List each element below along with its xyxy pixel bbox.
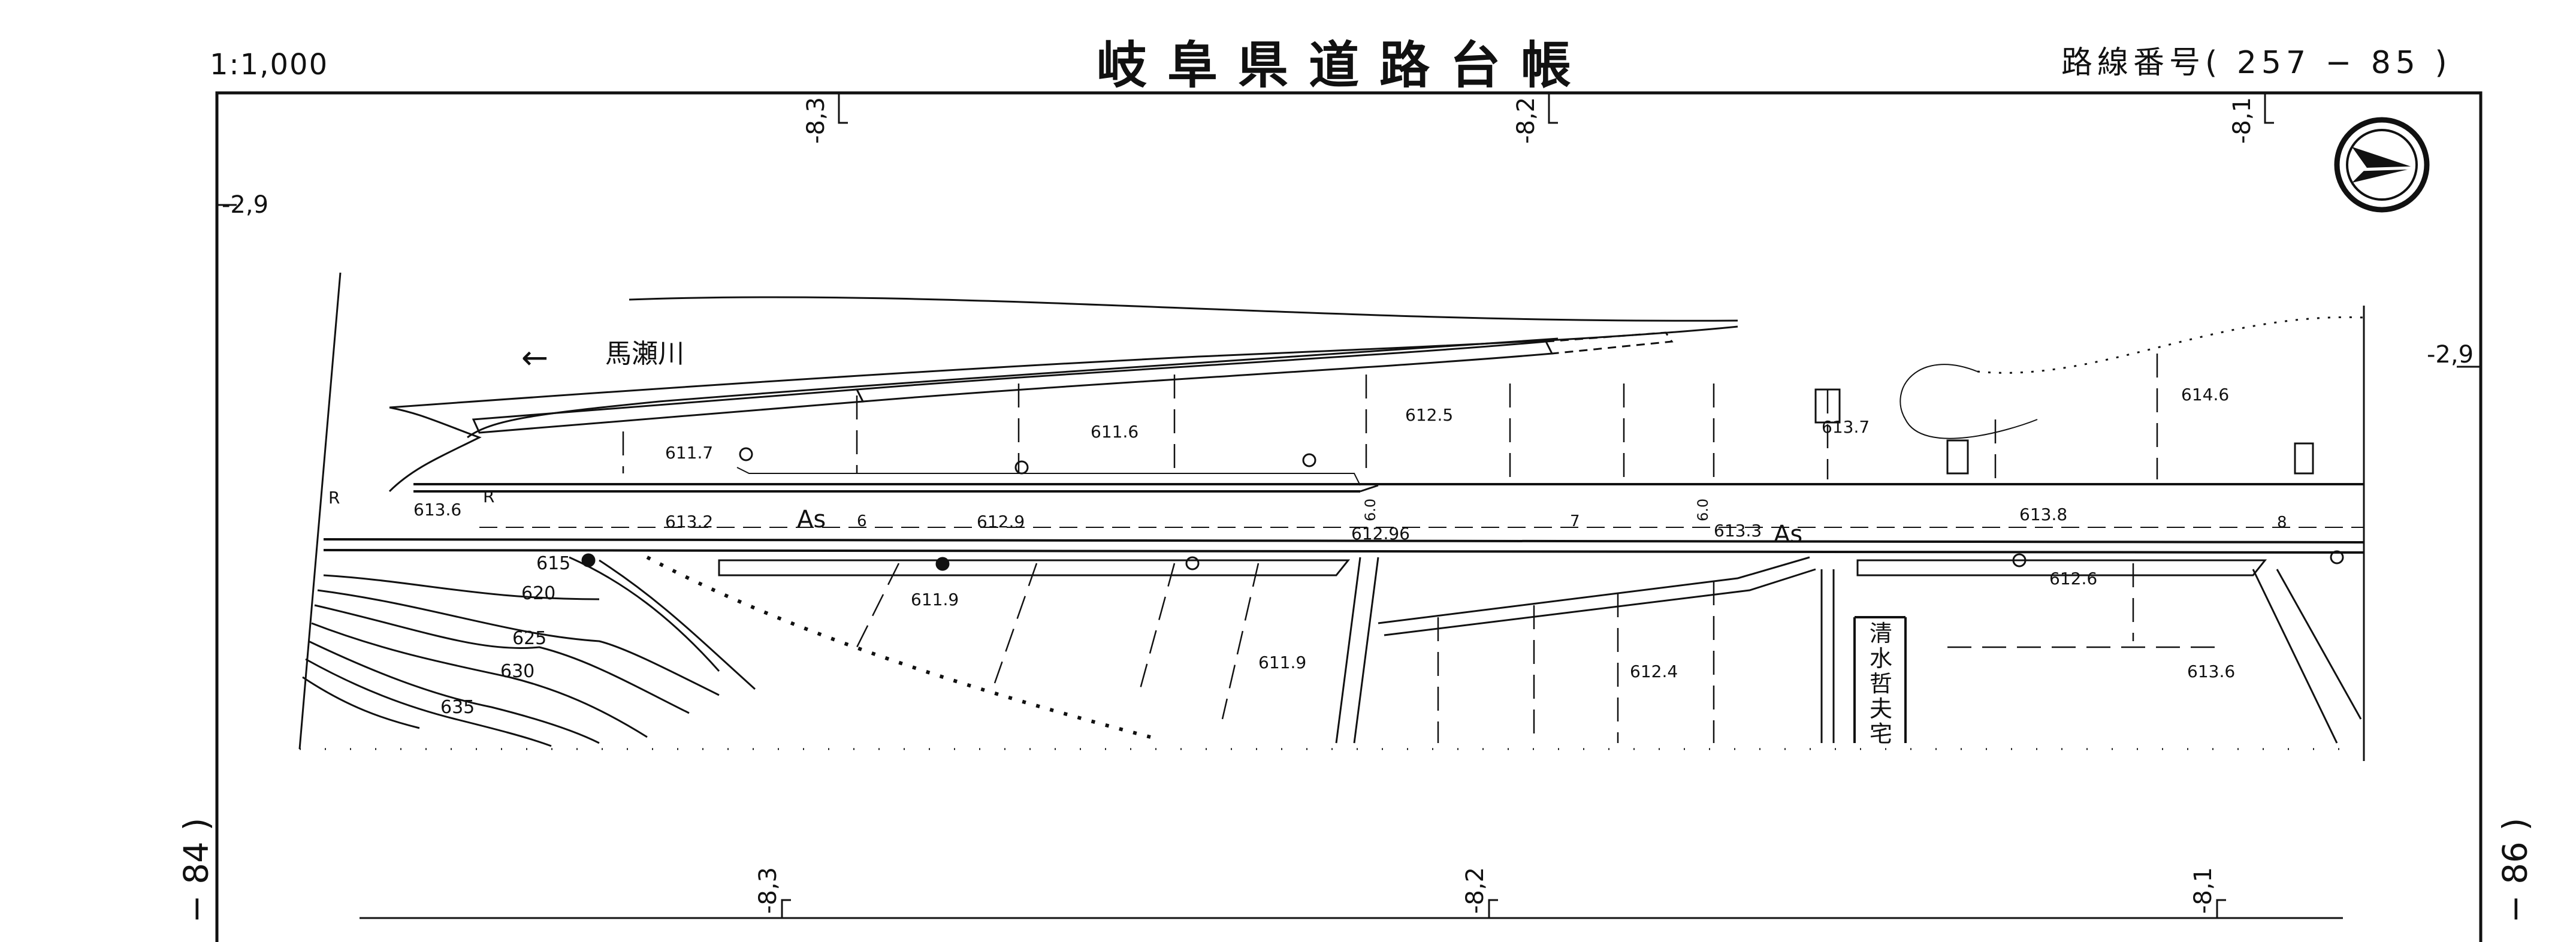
pole-icon	[935, 557, 950, 571]
parcels	[622, 354, 2217, 743]
elevation-label: 612.4	[1630, 662, 1678, 681]
elevation-label: 612.9	[977, 512, 1025, 532]
elevation-label: 611.9	[911, 590, 959, 609]
manhole-icon	[739, 447, 753, 461]
grid-label-bottom-3: -8,1	[2190, 867, 2217, 914]
route-number: 路線番号( 257 − 85 )	[2061, 45, 2452, 81]
elevation-label: 613.8	[2019, 505, 2067, 524]
house-label: 清水哲夫宅	[1870, 620, 1892, 747]
building-icon	[2294, 442, 2314, 475]
elevation-label: 612.96	[1351, 524, 1410, 544]
house-building	[1853, 616, 1907, 743]
map-boundaries	[298, 272, 2365, 761]
elevation-label: 613.6	[413, 500, 461, 520]
elevation-label: 614.6	[2181, 385, 2229, 404]
manhole-icon	[2012, 553, 2027, 567]
elevation-label: 613.3	[1714, 521, 1762, 541]
map-title: 岐阜県道路台帳	[1097, 36, 1592, 95]
map-frame	[215, 91, 2483, 942]
contour-label-635: 635	[440, 697, 475, 718]
road-width-mark-3: 8	[2277, 514, 2287, 532]
map-scale: 1:1,000	[210, 48, 329, 81]
elevation-label: 613.2	[665, 512, 713, 532]
road-side-mark-1: 6.0	[1362, 499, 1379, 521]
building-icon	[1946, 439, 1969, 475]
contour-label-615: 615	[536, 553, 570, 574]
grid-label-left: -2,9	[222, 191, 268, 219]
pole-icon	[581, 553, 596, 567]
map-symbols	[581, 388, 2344, 571]
elevation-label: 611.7	[665, 443, 713, 463]
grid-label-top-2: -8,2	[1512, 97, 1540, 144]
river-flow-arrow: ←	[521, 339, 548, 376]
road-side-mark-2: 6.0	[1695, 499, 1711, 521]
road-r-mark-2: R	[483, 487, 494, 506]
road-surface-left: As	[797, 506, 826, 533]
elevation-label: 613.7	[1822, 417, 1870, 437]
side-roads	[646, 555, 2362, 744]
manhole-icon	[1014, 460, 1029, 475]
grid-label-top-3: -8,1	[2228, 97, 2256, 144]
grid-label-bottom-1: -8,3	[754, 867, 782, 914]
contour-label-625: 625	[512, 628, 546, 649]
road	[323, 467, 2364, 576]
building-icon	[1814, 388, 1841, 424]
manhole-icon	[2330, 550, 2344, 564]
manhole-icon	[1302, 453, 1316, 467]
elevation-label: 611.6	[1091, 422, 1138, 442]
river-name: 馬瀬川	[605, 339, 684, 369]
grid-label-right: -2,9	[2427, 341, 2474, 369]
elevation-label: 611.9	[1258, 653, 1306, 672]
grid-label-bottom-2: -8,2	[1461, 867, 1489, 914]
contour-label-630: 630	[500, 661, 534, 682]
north-arrow-icon	[2334, 117, 2430, 213]
road-width-mark-2: 7	[1570, 512, 1580, 530]
manhole-icon	[1185, 556, 1200, 570]
road-r-mark-1: R	[328, 488, 340, 508]
road-width-mark-1: 6	[857, 512, 867, 530]
grid-ticks	[217, 93, 2481, 918]
elevation-label: 613.6	[2187, 662, 2235, 681]
contour-label-620: 620	[521, 583, 555, 604]
grid-label-top-1: -8,3	[802, 97, 830, 144]
contour-lines	[302, 556, 756, 747]
elevation-label: 612.6	[2049, 569, 2097, 588]
elevation-label: 612.5	[1405, 405, 1453, 425]
river	[388, 296, 2364, 493]
road-surface-right: As	[1774, 521, 1802, 548]
